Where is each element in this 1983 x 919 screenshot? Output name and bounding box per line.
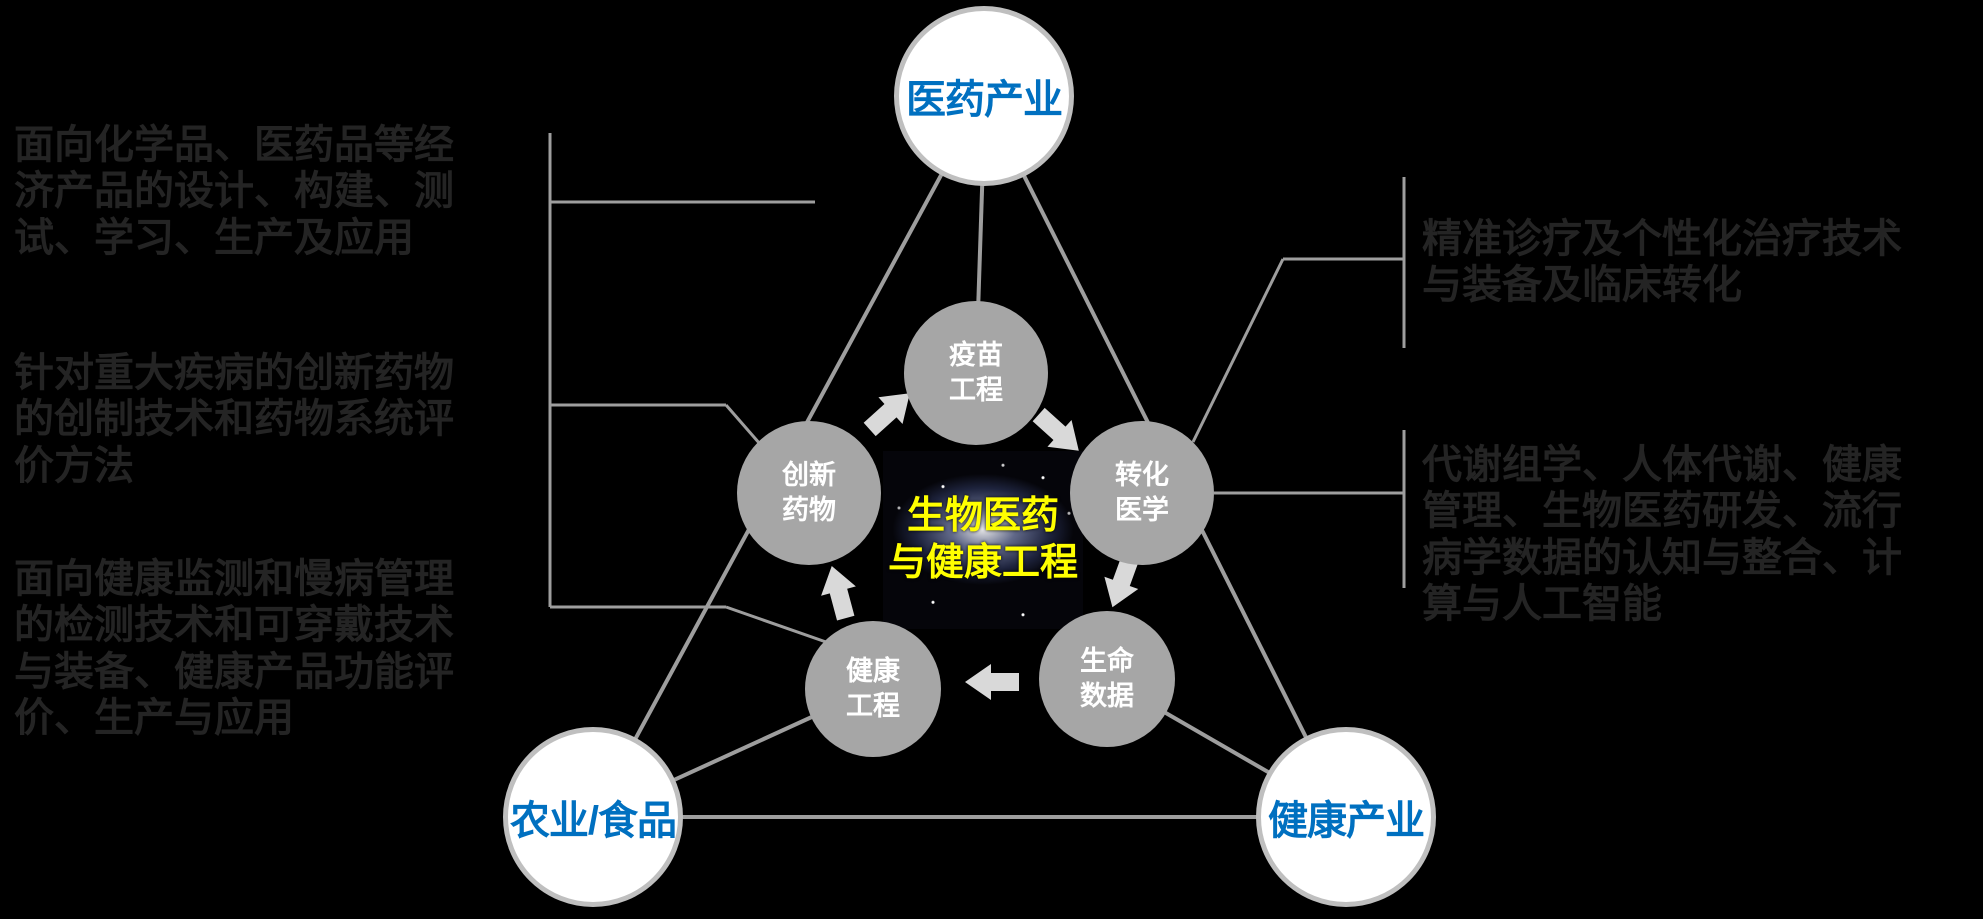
arrow-icon (1104, 553, 1140, 608)
annotation-left-2: 针对重大疾病的创新药物的创制技术和药物系统评价方法 (14, 351, 454, 488)
node-label: 健康 (846, 655, 900, 686)
industry-circle-health: 健康产业 (1256, 727, 1436, 907)
arrow-icon (821, 565, 856, 621)
node-label: 疫苗 (949, 339, 1003, 370)
galaxy-image: 生物医药 与健康工程 (883, 451, 1083, 629)
node-label: 工程 (846, 691, 900, 721)
industry-label: 健康产业 (1268, 799, 1425, 843)
cycle-node-health-engineering: 健康 工程 (805, 621, 941, 757)
center-title-line1: 生物医药 (906, 494, 1059, 537)
callout-lines (548, 133, 1406, 644)
industry-circle-pharma: 医药产业 (894, 6, 1074, 186)
node-label: 转化 (1115, 459, 1169, 490)
annotation-right-1: 精准诊疗及个性化治疗技术与装备及临床转化 (1422, 217, 1902, 308)
node-label: 创新 (782, 459, 836, 490)
node-label: 药物 (782, 495, 836, 525)
center-title: 生物医药 与健康工程 (888, 493, 1078, 588)
node-label: 生命 (1080, 645, 1134, 676)
cycle-node-innovative-drugs: 创新 药物 (737, 421, 881, 565)
industry-circle-agriculture-food: 农业/食品 (503, 727, 683, 907)
cycle-node-translational-medicine: 转化 医学 (1070, 421, 1214, 565)
arrow-icon (965, 664, 1019, 700)
node-label: 医学 (1115, 495, 1169, 525)
arrow-icon (1032, 407, 1079, 451)
cycle-node-life-data: 生命 数据 (1039, 611, 1175, 747)
arrow-icon (863, 393, 910, 437)
node-label: 数据 (1080, 681, 1134, 711)
annotation-left-3: 面向健康监测和慢病管理的检测技术和可穿戴技术与装备、健康产品功能评价、生产与应用 (14, 557, 454, 741)
industry-label: 医药产业 (906, 78, 1063, 122)
annotation-right-2: 代谢组学、人体代谢、健康管理、生物医药研发、流行病学数据的认知与整合、计算与人工… (1422, 443, 1902, 627)
node-label: 工程 (949, 375, 1003, 405)
industry-label: 农业/食品 (509, 799, 677, 843)
cycle-node-vaccine-engineering: 疫苗 工程 (904, 301, 1048, 445)
center-title-line2: 与健康工程 (887, 542, 1078, 584)
annotation-left-1: 面向化学品、医药品等经济产品的设计、构建、测试、学习、生产及应用 (14, 123, 454, 260)
cycle-arrows (821, 393, 1140, 700)
